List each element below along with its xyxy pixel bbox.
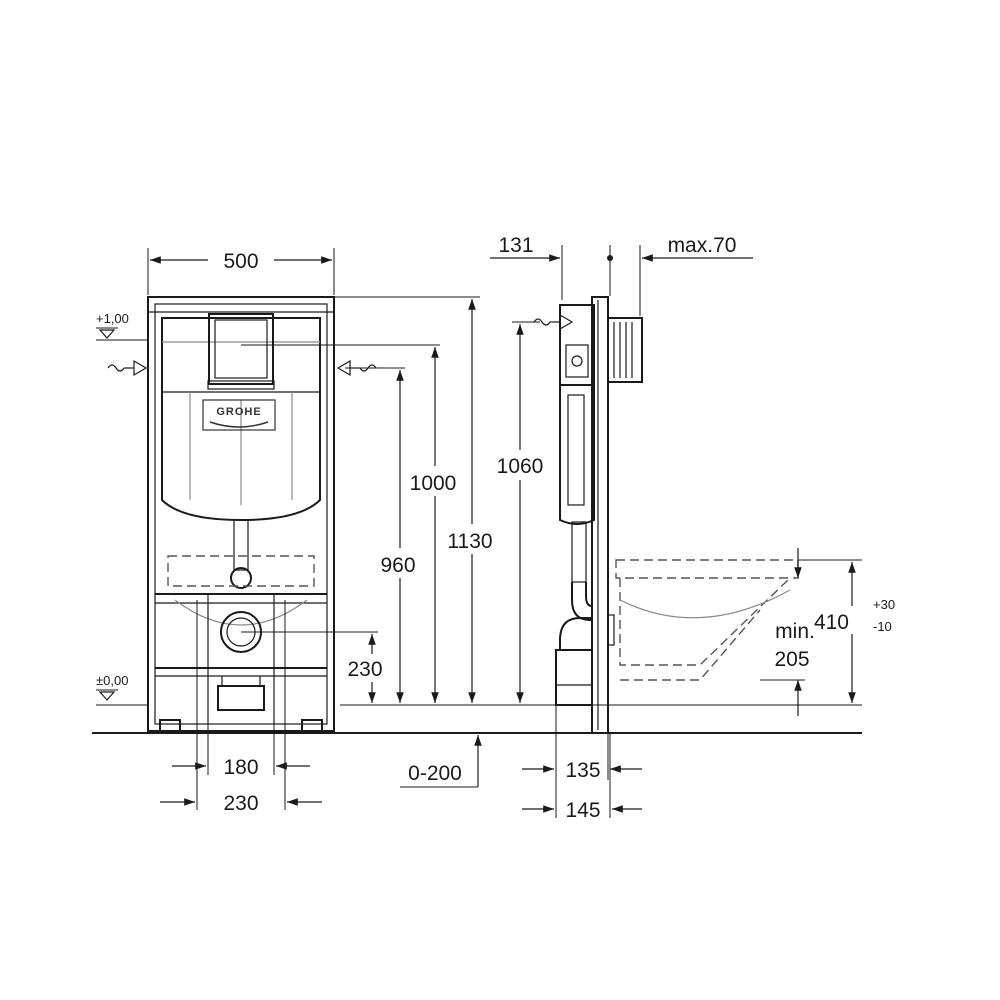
height-960-label: 960 (380, 554, 415, 577)
adjust-label: 0-200 (408, 762, 462, 785)
depth-135-label: 135 (565, 759, 600, 782)
min-label: min. (775, 620, 815, 643)
min-205-label: 205 (774, 648, 809, 671)
dim-height-230: 230 (342, 634, 388, 703)
level-marker-zero: ±0,00 (96, 673, 148, 706)
water-supply-side-icon (533, 313, 574, 331)
spacing-180-label: 180 (223, 756, 258, 779)
height-410-label: 410 (814, 611, 849, 634)
dim-height-1000: 1000 (404, 347, 462, 703)
dim-depth-131: 131 (490, 234, 563, 300)
height-1130-label: 1130 (447, 530, 492, 553)
dim-spacing-180: 180 (172, 600, 310, 779)
depth-131-label: 131 (498, 234, 533, 257)
front-cistern: GROHE (161, 313, 321, 589)
dim-depth-135: 135 (522, 705, 642, 818)
depth-145-label: 145 (565, 799, 600, 822)
dim-width-500: 500 (147, 248, 335, 295)
dim-height-1130: 1130 (441, 299, 499, 703)
front-pan-outline (167, 555, 315, 626)
dim-height-1060: 1060 (489, 321, 549, 703)
dim-min-205: min. 205 (760, 548, 815, 716)
height-230-label: 230 (347, 658, 382, 681)
height-1060-label: 1060 (497, 455, 544, 478)
tolerance-minus-label: -10 (873, 619, 892, 634)
front-waste-outlet (217, 611, 265, 711)
front-frame (147, 296, 335, 733)
dim-max-70: max.70 (607, 234, 753, 316)
spacing-230-label: 230 (223, 792, 258, 815)
tolerance-plus-label: +30 (873, 597, 895, 612)
logo-text: GROHE (216, 406, 261, 418)
width-500-label: 500 (223, 250, 258, 273)
side-pan-outline (615, 559, 799, 681)
level-marker-top: +1,00 (96, 311, 148, 341)
dim-adjust-0-200: 0-200 (400, 735, 482, 788)
dim-height-410: 410 +30 -10 (798, 559, 895, 703)
dim-depth-145: 145 (522, 733, 642, 822)
dim-spacing-230: 230 (160, 600, 322, 815)
height-1000-label: 1000 (410, 472, 457, 495)
level-zero-label: ±0,00 (96, 673, 128, 688)
grohe-logo: GROHE (202, 399, 276, 431)
level-top-label: +1,00 (96, 311, 129, 326)
max-70-label: max.70 (668, 234, 737, 257)
dim-height-960: 960 (372, 370, 420, 703)
water-supply-left-icon (107, 359, 148, 377)
side-frame (555, 296, 643, 734)
